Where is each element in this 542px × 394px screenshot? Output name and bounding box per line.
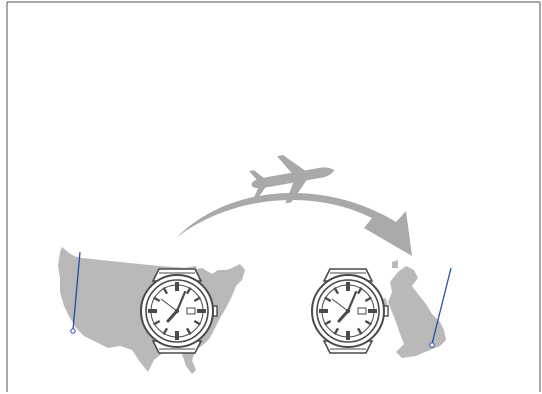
watch-icon-uk [312, 269, 388, 353]
flight-arrow [176, 193, 412, 256]
